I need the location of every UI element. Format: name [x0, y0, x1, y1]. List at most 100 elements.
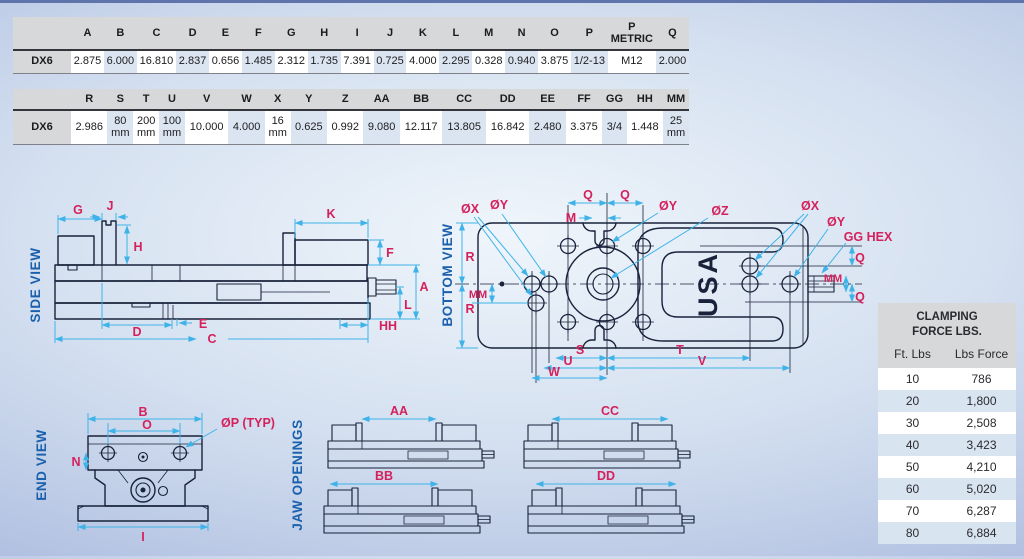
cell: 3.875 [538, 50, 571, 74]
col-header: FF [565, 89, 603, 112]
cell: 50 [905, 459, 920, 474]
dim-label-oy: ØY [490, 198, 509, 212]
jaw-opening-vise-cc [523, 422, 691, 469]
cell: 6,884 [966, 525, 997, 540]
corner-cell [13, 89, 71, 112]
cell: 25 mm [663, 110, 689, 146]
dim-label-ox: ØX [801, 199, 820, 213]
col-header: J [373, 17, 407, 52]
cell: 3/4 [602, 110, 627, 146]
cell: 4,210 [966, 459, 997, 474]
jaw-openings-drawing: AA BB CC DD [323, 404, 695, 534]
dim-label-oy: ØY [827, 215, 846, 229]
cell: 2.837 [176, 50, 210, 74]
dim-label-l: L [404, 298, 412, 312]
cell: 4.000 [406, 50, 440, 74]
col-header: W [228, 89, 265, 112]
cell: 20 [905, 393, 920, 408]
col-header: M [472, 17, 506, 52]
dim-label-q: Q [583, 188, 593, 202]
col-header: BB [399, 89, 443, 112]
corner-cell [13, 17, 71, 52]
col-header: AA [363, 89, 400, 112]
dim-label-f: F [386, 246, 394, 260]
col-header: E [209, 17, 242, 52]
dim-label-q: Q [620, 188, 630, 202]
cell: 0.328 [472, 50, 506, 74]
dim-label-hh: HH [379, 319, 397, 333]
table-row: 10 786 [878, 367, 1016, 390]
dim-label-t: T [676, 343, 684, 357]
technical-drawings: SIDE VIEW BOTTOM VIEW END VIEW JAW OPENI… [28, 188, 893, 544]
cell: 2.986 [71, 110, 108, 146]
dim-label-op-typ: ØP (TYP) [221, 416, 275, 430]
cell: 3,423 [966, 437, 997, 452]
cell: 13.805 [442, 110, 486, 146]
cell: 1.448 [626, 110, 664, 146]
cell: 2.875 [71, 50, 104, 74]
bottom-view-title: BOTTOM VIEW [440, 223, 455, 326]
jaw-opening-vise-dd [527, 487, 695, 534]
cell: M12 [607, 50, 656, 74]
col-header: U [159, 89, 185, 112]
dim-label-u: U [563, 354, 572, 368]
spec-table-bottom: R S T U V W X Y Z AA BB CC DD EE FF GG H… [13, 89, 689, 146]
cell: 7.391 [340, 50, 374, 74]
dim-label-i: I [141, 530, 144, 544]
side-view-drawing: G J H K F A L HH D E C [54, 199, 429, 346]
cell: 10.000 [184, 110, 229, 146]
dim-label-r: R [465, 302, 474, 316]
col-header: H [307, 17, 341, 52]
col-header: B [103, 17, 137, 52]
dim-label-s: S [576, 343, 584, 357]
col-header: S [107, 89, 134, 112]
cell: 80 [905, 525, 920, 540]
dim-label-oy: ØY [659, 199, 678, 213]
dim-label-mm: MM [824, 273, 842, 285]
col-header: Ft. Lbs [894, 346, 931, 361]
dim-label-mm: MM [469, 289, 487, 301]
usa-engraving: USA [693, 251, 723, 317]
col-header: R [71, 89, 108, 112]
col-header: A [71, 17, 104, 52]
col-header: T [133, 89, 160, 112]
col-header: D [176, 17, 210, 52]
col-header: X [264, 89, 291, 112]
end-view-title: END VIEW [34, 429, 49, 501]
cell: 30 [905, 415, 920, 430]
cell: 2.480 [529, 110, 566, 146]
col-header: HH [626, 89, 664, 112]
cell: 10 [905, 371, 920, 386]
col-header: MM [663, 89, 689, 112]
col-header: V [184, 89, 229, 112]
dim-label-n: N [71, 455, 80, 469]
col-header: P METRIC [607, 17, 656, 52]
col-header: EE [529, 89, 566, 112]
bottom-view-drawing: USA [455, 188, 893, 383]
table-row: 20 1,800 [878, 389, 1016, 412]
col-header: O [538, 17, 571, 52]
dim-label-oz: ØZ [711, 204, 729, 218]
clamping-force-header-row: Ft. Lbs Lbs Force [878, 341, 1016, 368]
spec-table-bottom-data-row: DX6 2.986 80 mm 200 mm 100 mm 10.000 4.0… [13, 110, 689, 146]
cell: 2,508 [966, 415, 997, 430]
dim-label-cc: CC [601, 404, 619, 418]
cell: 0.940 [505, 50, 539, 74]
dim-label-gg-hex: GG HEX [844, 230, 893, 244]
side-view-title: SIDE VIEW [28, 247, 43, 322]
col-header: CC [442, 89, 486, 112]
jaw-openings-title: JAW OPENINGS [290, 419, 305, 530]
cell: 60 [905, 481, 920, 496]
cell: 16.842 [485, 110, 530, 146]
col-header: N [505, 17, 539, 52]
cell: 70 [905, 503, 920, 518]
cell: 2.000 [655, 50, 689, 74]
cell: 12.117 [399, 110, 443, 146]
dim-label-aa: AA [390, 404, 408, 418]
col-header: L [439, 17, 473, 52]
col-header: Y [290, 89, 328, 112]
cell: 40 [905, 437, 920, 452]
table-row: 80 6,884 [878, 521, 1016, 544]
cell: 1.485 [241, 50, 275, 74]
col-header: Z [327, 89, 364, 112]
